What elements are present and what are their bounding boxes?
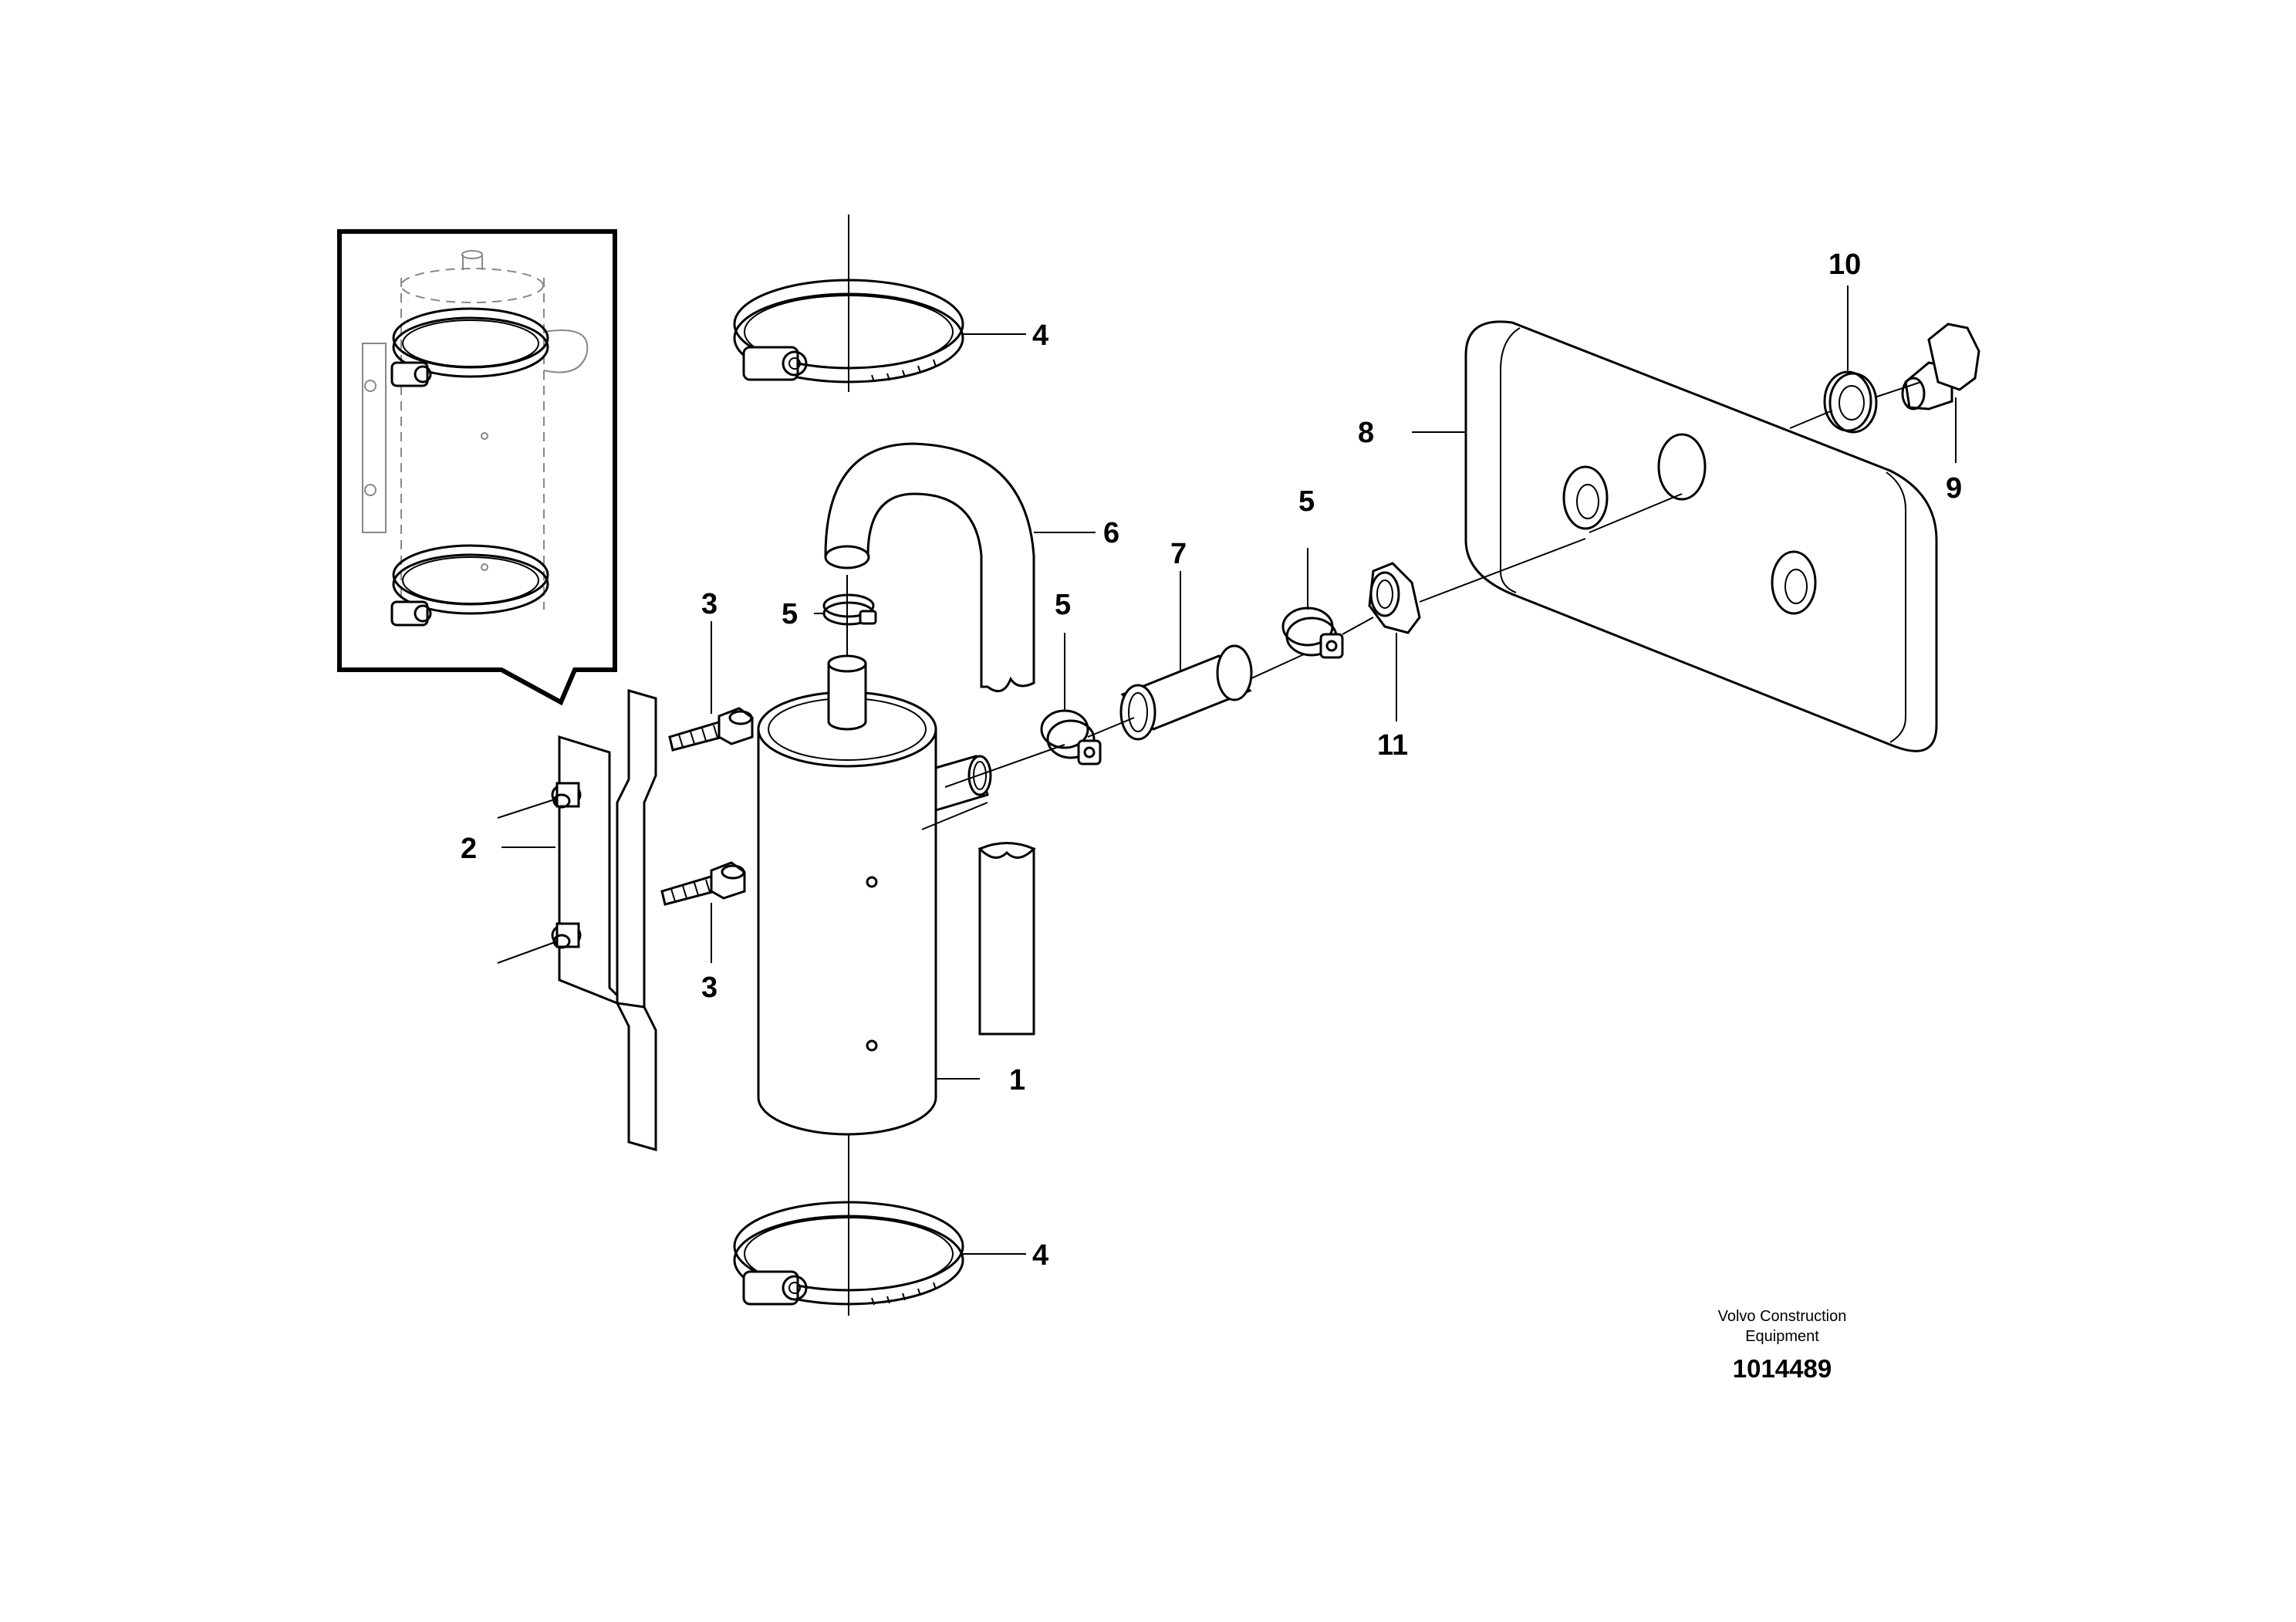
callout-11: 11 <box>1377 729 1408 762</box>
bolt-upper-part-3 <box>668 621 754 752</box>
hose-clamp-lower-part-4 <box>733 1134 1026 1316</box>
callout-3-lower: 3 <box>701 972 718 1004</box>
company-name-line1: Volvo Construction <box>1718 1308 1847 1325</box>
plate-part-8 <box>1412 320 1938 752</box>
small-clamp-top-part-5 <box>814 575 877 656</box>
small-clamp-mid-part-5 <box>1040 633 1102 765</box>
cylinder-part-1 <box>757 654 992 1136</box>
plug-part-9 <box>1901 323 1980 463</box>
hose-part-6 <box>824 442 1096 1036</box>
bolt-lower-part-3 <box>660 861 746 963</box>
small-clamp-right-part-5 <box>1281 548 1344 659</box>
nut-part-11 <box>1368 562 1421 721</box>
callout-4-lower: 4 <box>1032 1239 1048 1272</box>
callout-5-top: 5 <box>782 598 798 630</box>
washer-part-10 <box>1823 286 1878 434</box>
sleeve-part-7 <box>1119 571 1253 741</box>
inset-detail-view <box>337 229 617 706</box>
callout-5-right: 5 <box>1298 485 1315 518</box>
callout-4-upper: 4 <box>1032 319 1048 352</box>
callout-9: 9 <box>1946 472 1962 505</box>
document-number: 1014489 <box>1733 1354 1832 1383</box>
hose-clamp-upper-part-4 <box>733 215 1026 392</box>
company-name-line2: Equipment <box>1745 1328 1819 1345</box>
callout-3-upper: 3 <box>701 588 718 620</box>
callout-2: 2 <box>461 833 477 865</box>
callout-10: 10 <box>1828 248 1861 281</box>
callout-7: 7 <box>1170 538 1187 570</box>
assembly-centerline <box>944 381 1922 788</box>
callout-8: 8 <box>1358 417 1374 449</box>
inset-upper-clamp <box>390 307 549 387</box>
callout-5-mid: 5 <box>1055 589 1071 621</box>
inset-lower-clamp <box>390 544 549 627</box>
callout-6: 6 <box>1103 517 1119 549</box>
bracket-part-2 <box>497 689 657 1151</box>
callout-1: 1 <box>1009 1064 1025 1097</box>
